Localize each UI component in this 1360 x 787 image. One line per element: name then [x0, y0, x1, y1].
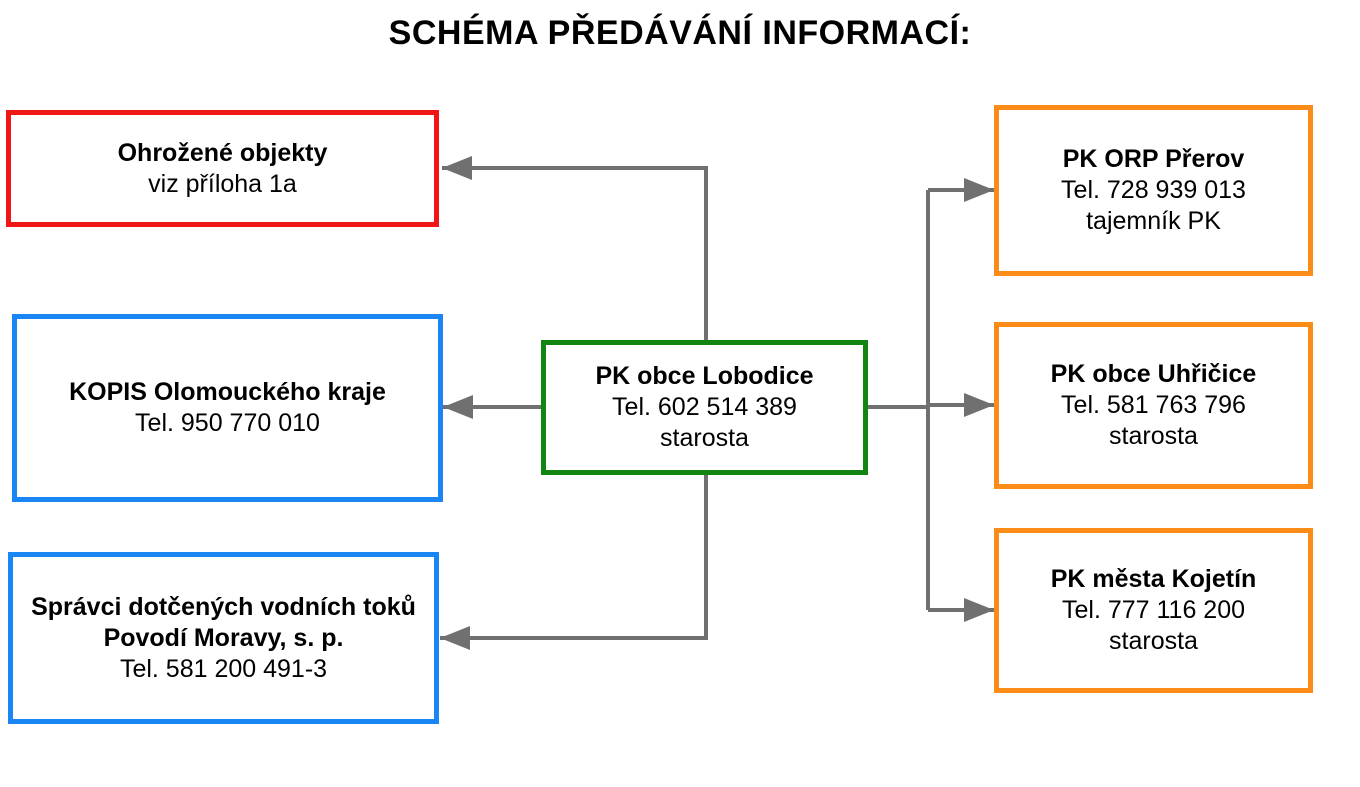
center-phone: Tel. 602 514 389 — [612, 393, 797, 421]
water-managers-title: Správci dotčených vodních toků — [31, 592, 416, 621]
kojetin-title: PK města Kojetín — [1050, 565, 1257, 593]
kopis-title: KOPIS Olomouckého kraje — [69, 378, 386, 406]
endangered-objects-title: Ohrožené objekty — [117, 138, 328, 167]
water-managers-subtitle: Povodí Moravy, s. p. — [103, 623, 344, 652]
orp-title: PK ORP Přerov — [1062, 145, 1245, 173]
orp-phone: Tel. 728 939 013 — [1061, 176, 1246, 204]
kojetin-box: PK města Kojetín Tel. 777 116 200 staros… — [994, 528, 1313, 693]
kopis-box: KOPIS Olomouckého kraje Tel. 950 770 010 — [12, 314, 443, 502]
uhricice-phone: Tel. 581 763 796 — [1061, 391, 1246, 419]
uhricice-role: starosta — [1109, 422, 1198, 450]
orp-role: tajemník PK — [1086, 207, 1221, 235]
center-role: starosta — [660, 424, 749, 452]
orp-prerov-box: PK ORP Přerov Tel. 728 939 013 tajemník … — [994, 105, 1313, 276]
endangered-objects-box: Ohrožené objekty viz příloha 1a — [6, 110, 439, 227]
water-managers-phone: Tel. 581 200 491-3 — [119, 654, 328, 683]
center-title: PK obce Lobodice — [595, 362, 814, 390]
diagram-title: SCHÉMA PŘEDÁVÁNÍ INFORMACÍ: — [388, 14, 972, 52]
uhricice-title: PK obce Uhřičice — [1050, 360, 1257, 388]
connector-to-water — [440, 475, 708, 650]
kopis-phone: Tel. 950 770 010 — [135, 409, 320, 437]
water-managers-box: Správci dotčených vodních toků Povodí Mo… — [8, 552, 439, 724]
center-lobodice-box: PK obce Lobodice Tel. 602 514 389 staros… — [541, 340, 868, 475]
connector-to-endangered — [442, 156, 708, 340]
kojetin-phone: Tel. 777 116 200 — [1061, 596, 1246, 624]
endangered-objects-note: viz příloha 1a — [148, 169, 297, 198]
uhricice-box: PK obce Uhřičice Tel. 581 763 796 staros… — [994, 322, 1313, 489]
kojetin-role: starosta — [1109, 627, 1198, 655]
